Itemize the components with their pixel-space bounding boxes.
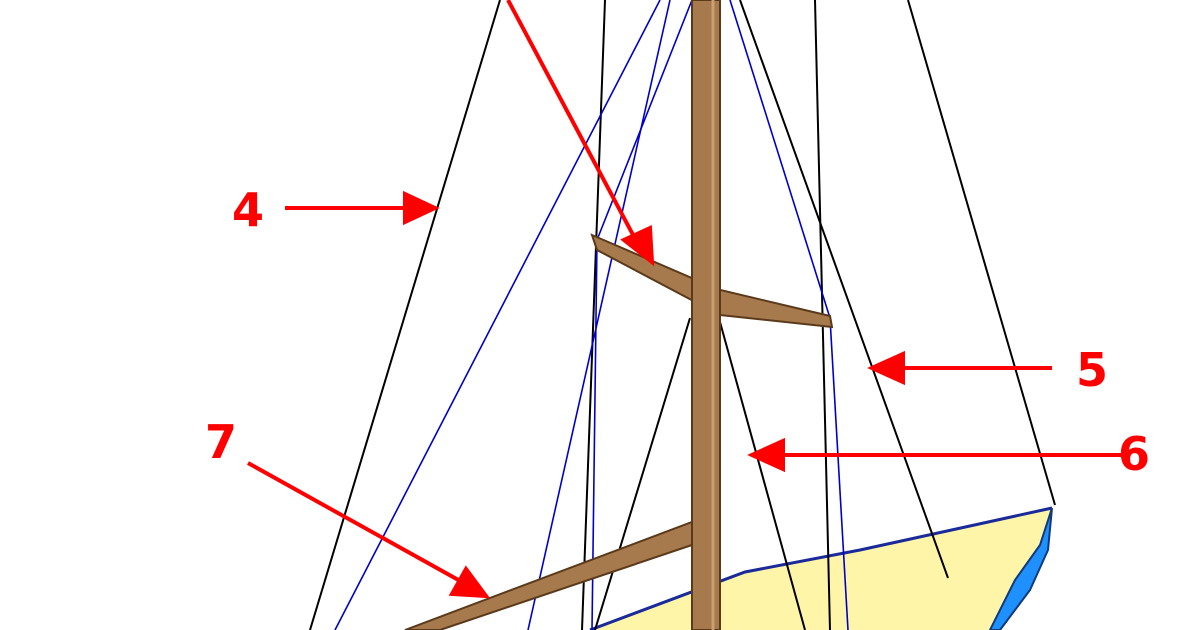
sail-edge xyxy=(589,506,1053,630)
arrow-6-head xyxy=(747,437,785,473)
arrow-7-head xyxy=(448,565,491,599)
blue-shroud-left-upper xyxy=(596,0,693,241)
hull-blue-edge xyxy=(988,507,1053,630)
callout-label-4: 4 xyxy=(232,183,264,237)
arrow-5-head xyxy=(867,350,905,386)
blue-shroud-right-lower xyxy=(829,317,849,630)
stay-right-inner xyxy=(739,0,949,579)
line-below-spreader-right xyxy=(719,321,806,630)
mast xyxy=(691,0,721,630)
arrow-top-to-spreader xyxy=(506,0,642,249)
blue-stay-left xyxy=(527,0,671,630)
callout-label-5: 5 xyxy=(1076,343,1108,397)
line-below-spreader-left xyxy=(594,317,691,630)
callout-arrows xyxy=(247,0,1122,599)
sail xyxy=(592,508,1052,630)
stay-right-outer xyxy=(907,0,1056,506)
arrow-4-head xyxy=(403,190,440,226)
shroud-left-inner xyxy=(581,0,606,630)
arrowhead-top-to-spreader xyxy=(620,224,655,267)
arrow-7-shaft xyxy=(247,461,463,584)
callout-label-7: 7 xyxy=(205,415,237,469)
blue-shroud-right-upper xyxy=(729,0,831,319)
callout-label-6: 6 xyxy=(1118,427,1150,481)
blue-stay-far-left xyxy=(334,0,661,630)
shroud-left-outer xyxy=(309,0,501,630)
